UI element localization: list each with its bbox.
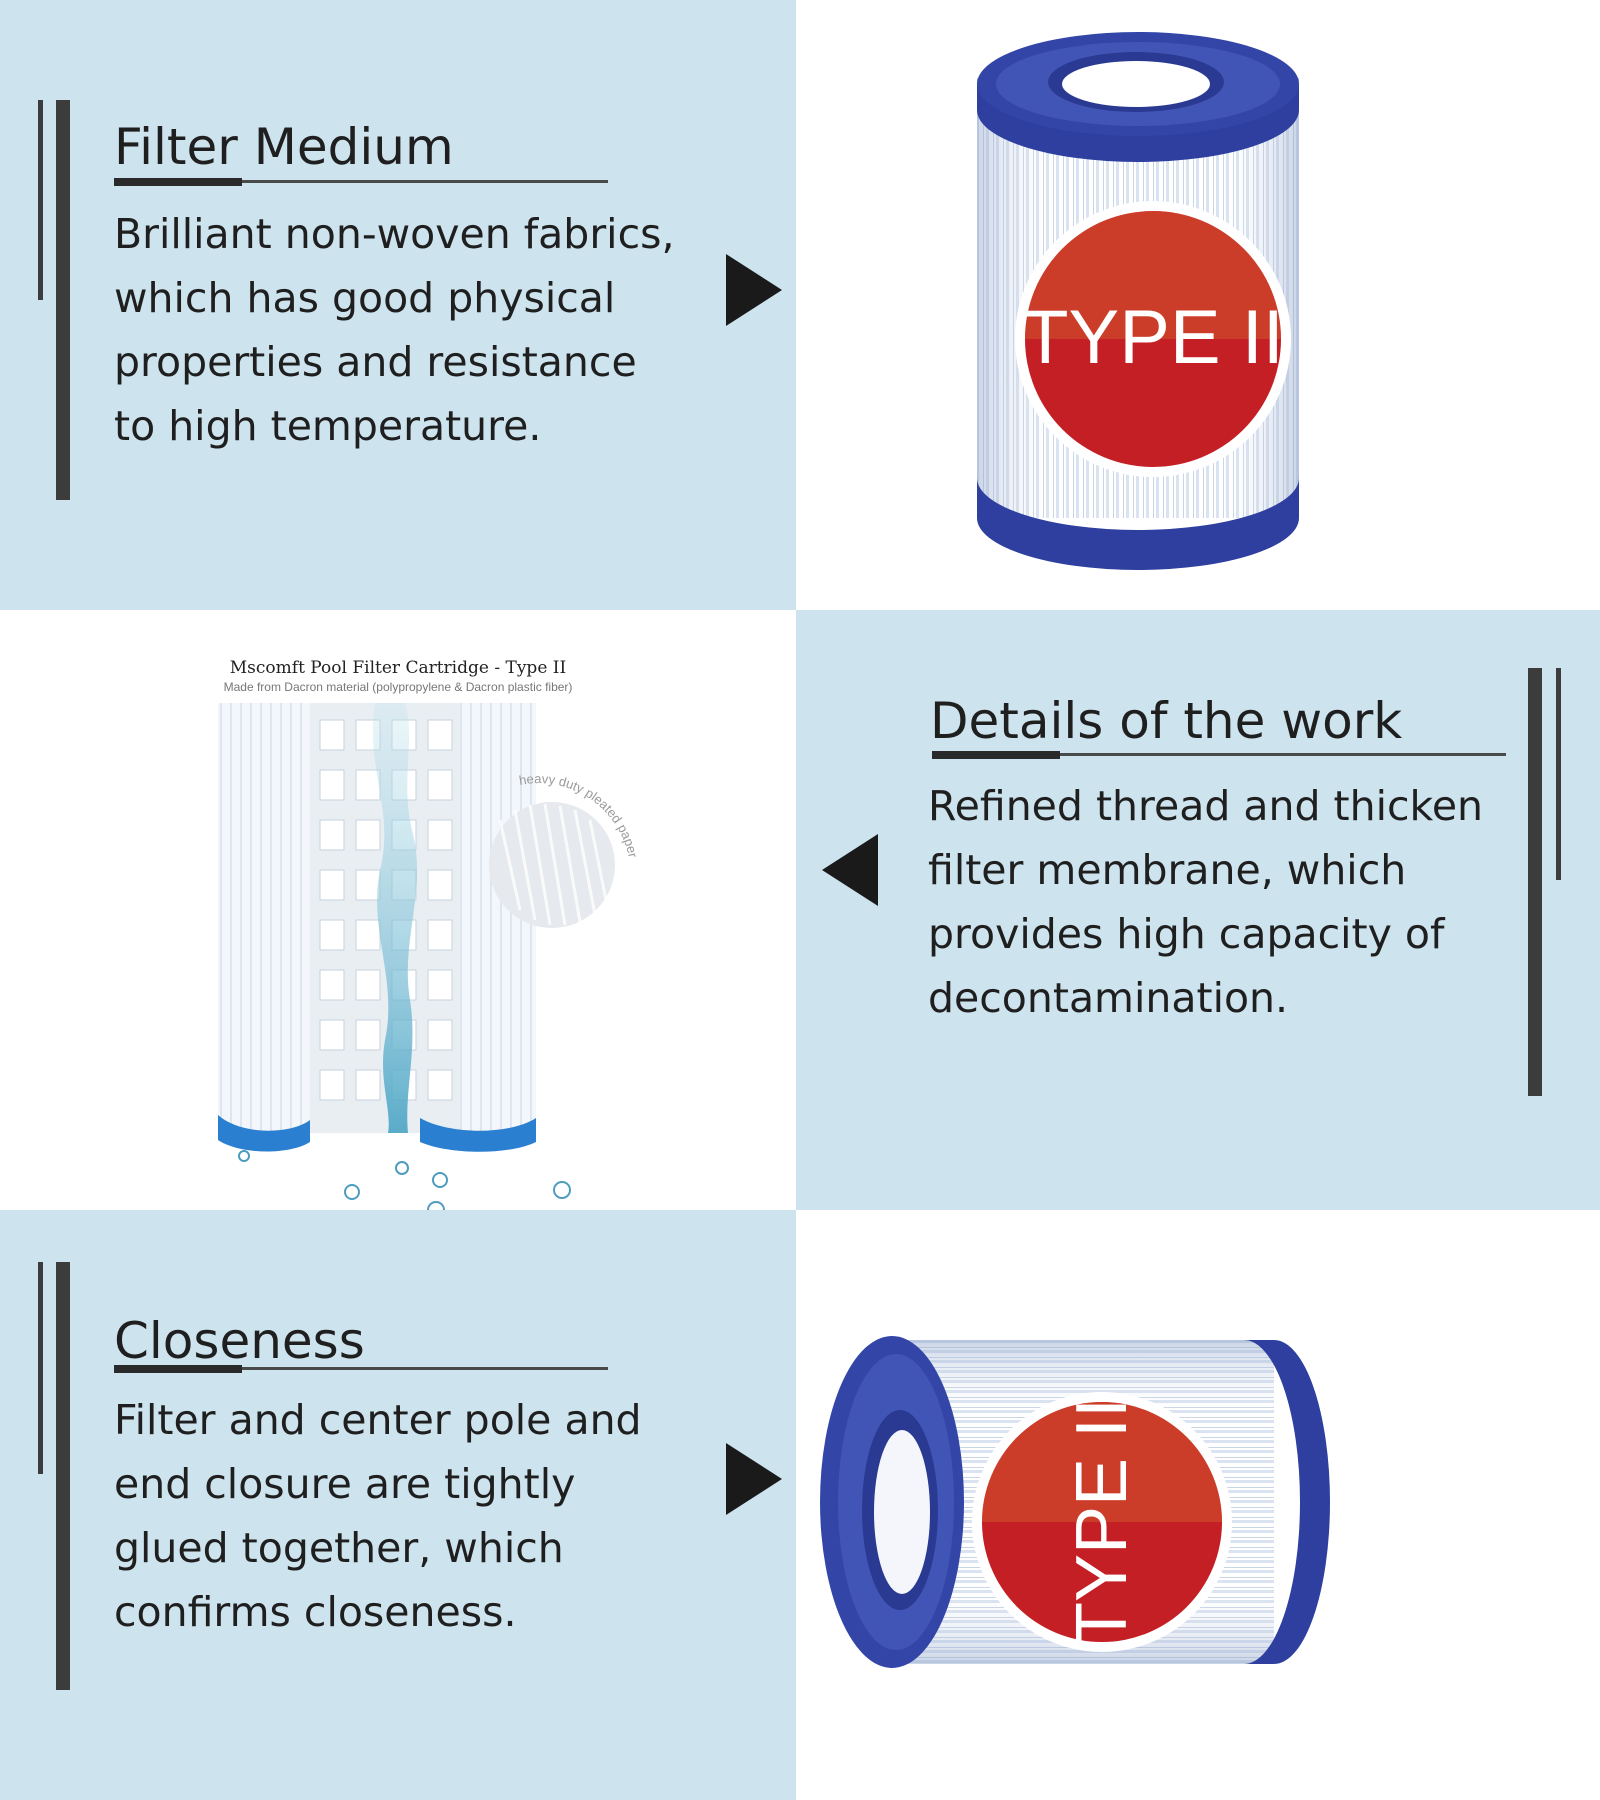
filter-cartridge-sideways-image: TYPE II	[820, 1336, 1330, 1668]
body-line: glued together, which	[114, 1524, 564, 1572]
arrow-left-icon	[822, 834, 878, 906]
body-line: confirms closeness.	[114, 1588, 517, 1636]
body-line: decontamination.	[928, 974, 1289, 1022]
body-line: filter membrane, which	[928, 846, 1407, 894]
closeness-panel: Closeness Filter and center pole and end…	[0, 1210, 796, 1800]
heading-rule-accent	[114, 178, 242, 186]
filter-medium-panel: Filter Medium Brilliant non-woven fabric…	[0, 0, 796, 610]
heading-rule-accent	[932, 751, 1060, 759]
section-heading: Closeness	[114, 1312, 365, 1370]
heading-rule	[114, 1367, 608, 1370]
accent-bar-thin	[38, 100, 43, 300]
type-badge-label: TYPE II	[1022, 295, 1284, 380]
body-line: end closure are tightly	[114, 1460, 576, 1508]
body-line: provides high capacity of	[928, 910, 1445, 958]
body-line: Refined thread and thicken	[928, 782, 1484, 830]
section-body: Refined thread and thicken filter membra…	[928, 774, 1483, 1030]
filter-cartridge-image-panel: TYPE II	[796, 0, 1600, 610]
section-heading: Filter Medium	[114, 118, 454, 176]
arrow-right-icon	[726, 254, 782, 326]
body-line: which has good physical	[114, 274, 616, 322]
heading-rule	[114, 180, 608, 183]
accent-bar-thick	[56, 1262, 70, 1690]
cartridge-cutaway-panel: Mscomft Pool Filter Cartridge - Type II …	[0, 610, 796, 1210]
type-badge-label: TYPE II	[1062, 1398, 1142, 1646]
accent-bar-thin	[1556, 668, 1561, 880]
filter-cartridge-upright-image: TYPE II	[977, 32, 1299, 570]
body-line: properties and resistance	[114, 338, 637, 386]
section-body: Brilliant non-woven fabrics, which has g…	[114, 202, 675, 458]
accent-bar-thick	[1528, 668, 1542, 1096]
caption-title: Mscomft Pool Filter Cartridge - Type II	[229, 658, 567, 678]
cartridge-cutaway-image: heavy duty pleated paper	[218, 703, 641, 1210]
section-heading: Details of the work	[930, 692, 1403, 750]
accent-bar-thick	[56, 100, 70, 500]
accent-bar-thin	[38, 1262, 43, 1474]
filter-cartridge-side-image-panel: TYPE II	[796, 1210, 1600, 1800]
body-line: Filter and center pole and	[114, 1396, 642, 1444]
heading-rule	[932, 753, 1506, 756]
arrow-right-icon	[726, 1443, 782, 1515]
caption-subtitle: Made from Dacron material (polypropylene…	[223, 680, 573, 694]
section-body: Filter and center pole and end closure a…	[114, 1388, 642, 1644]
body-line: to high temperature.	[114, 402, 542, 450]
heading-rule-accent	[114, 1365, 242, 1373]
details-of-work-panel: Details of the work Refined thread and t…	[796, 610, 1600, 1210]
body-line: Brilliant non-woven fabrics,	[114, 210, 675, 258]
